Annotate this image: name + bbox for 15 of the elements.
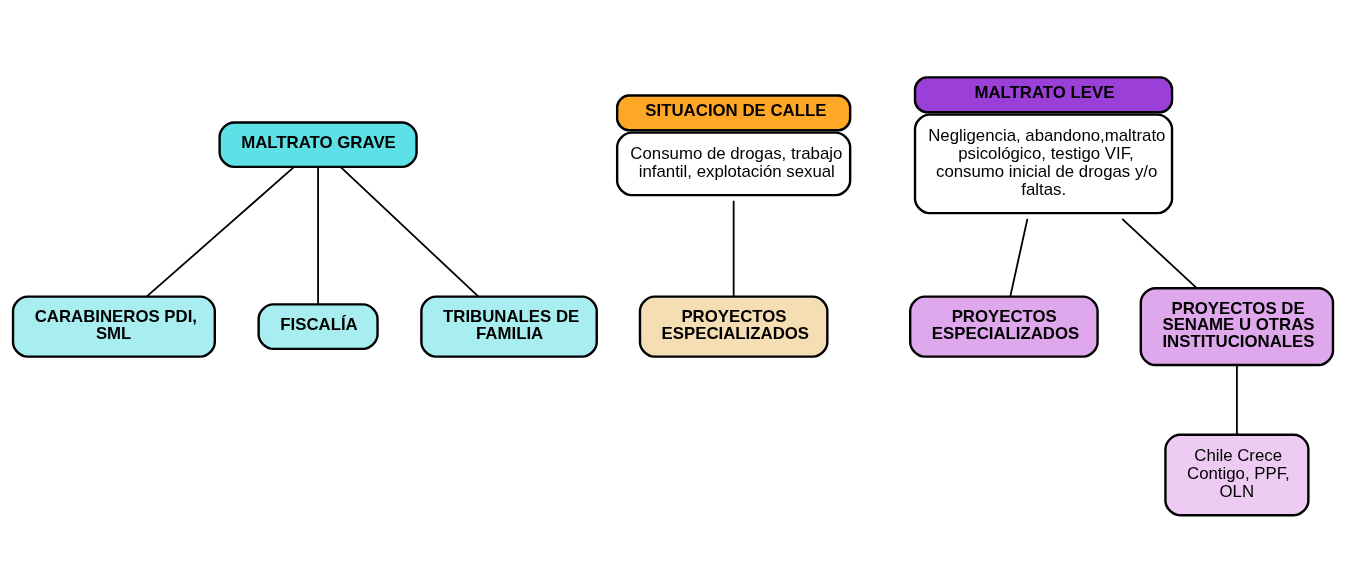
node-box: PROYECTOS ESPECIALIZADOS — [909, 295, 1099, 358]
node-box: PROYECTOS ESPECIALIZADOS — [638, 295, 829, 358]
connector — [1009, 218, 1029, 298]
connector — [1121, 218, 1198, 289]
connector — [145, 166, 295, 298]
node-box: MALTRATO GRAVE — [218, 121, 418, 169]
node-box: TRIBUNALES DE FAMILIA — [420, 295, 598, 358]
node-box: PROYECTOS DE SENAME U OTRAS INSTITUCIONALES — [1139, 287, 1335, 367]
connector — [732, 199, 735, 298]
node-box: CARABINEROS PDI, SML — [11, 295, 216, 358]
node-box: Chile Crece Contigo, PPF, OLN — [1164, 433, 1310, 517]
connector — [339, 166, 480, 298]
connector — [317, 166, 319, 306]
node-box: FISCALÍA — [257, 303, 379, 351]
connector — [1236, 364, 1238, 436]
